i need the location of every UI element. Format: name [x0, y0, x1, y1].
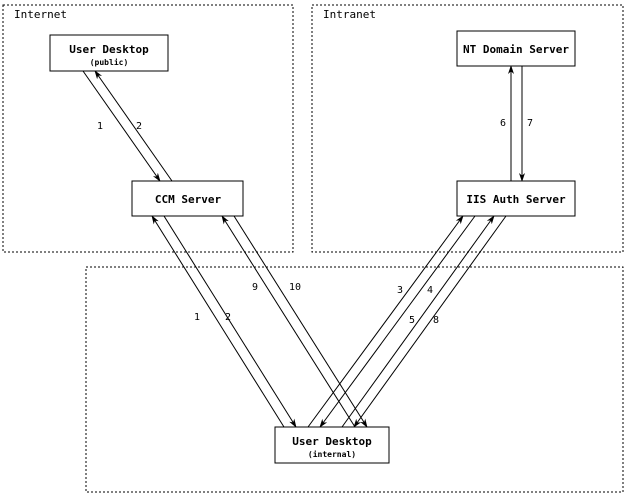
zones-layer: Internet Intranet: [2, 4, 624, 493]
flow-arrow-1-user-desktop-public-to-ccm-server: [82, 70, 161, 182]
zone-label-internet: Internet: [14, 8, 67, 21]
node-title-user-desktop-public: User Desktop: [69, 43, 149, 56]
node-ccm-server: CCM Server: [131, 180, 244, 217]
node-box-nt-domain-server: [456, 30, 576, 67]
flow-arrow-5-user-desktop-internal-to-iis-auth-server: [341, 215, 495, 428]
node-box-user-desktop-internal: [274, 426, 390, 464]
flow-arrow-2-ccm-server-to-user-desktop-internal: [163, 215, 297, 428]
flow-step-label: 6: [500, 118, 506, 129]
flow-arrow-1-user-desktop-internal-to-ccm-server: [151, 215, 285, 428]
node-subtitle-user-desktop-public: (public): [90, 57, 129, 67]
node-box-user-desktop-public: [49, 34, 169, 72]
node-user-desktop-public: User Desktop(public): [49, 34, 169, 72]
flow-labels-layer: 1 2 1 2 9 10 3 4 5 8 6 7: [97, 118, 533, 326]
flow-step-label: 1: [194, 312, 200, 323]
node-title-user-desktop-internal: User Desktop: [292, 435, 372, 448]
node-user-desktop-internal: User Desktop(internal): [274, 426, 390, 464]
flow-step-label: 10: [289, 282, 301, 293]
node-nt-domain-server: NT Domain Server: [456, 30, 576, 67]
flow-step-label: 7: [527, 118, 533, 129]
flow-arrow-9-user-desktop-internal-to-ccm-server: [221, 215, 356, 428]
node-iis-auth-server: IIS Auth Server: [456, 180, 576, 217]
flow-step-label: 9: [252, 282, 258, 293]
flow-arrow-4-iis-auth-server-to-user-desktop-internal: [319, 215, 476, 428]
node-title-ccm-server: CCM Server: [155, 193, 222, 206]
flow-arrow-2-ccm-server-to-user-desktop-public: [94, 70, 173, 182]
flow-arrow-3-user-desktop-internal-to-iis-auth-server: [307, 215, 464, 428]
flow-step-label: 1: [97, 121, 103, 132]
flow-step-label: 2: [136, 121, 142, 132]
flow-arrow-8-iis-auth-server-to-user-desktop-internal: [353, 215, 507, 428]
flow-step-label: 3: [397, 285, 403, 296]
flow-step-label: 2: [225, 312, 231, 323]
flow-step-label: 5: [409, 315, 415, 326]
zone-boundary-internet: [2, 4, 294, 253]
zone-label-intranet: Intranet: [323, 8, 376, 21]
flow-step-label: 4: [427, 285, 433, 296]
flow-arrow-10-ccm-server-to-user-desktop-internal: [233, 215, 368, 428]
zone-boundary-internal: [85, 266, 624, 493]
node-box-ccm-server: [131, 180, 244, 217]
flows-layer: [82, 65, 525, 428]
flow-step-label: 8: [433, 315, 439, 326]
node-box-iis-auth-server: [456, 180, 576, 217]
node-subtitle-user-desktop-internal: (internal): [308, 449, 356, 459]
node-title-nt-domain-server: NT Domain Server: [463, 43, 569, 56]
node-title-iis-auth-server: IIS Auth Server: [466, 193, 566, 206]
